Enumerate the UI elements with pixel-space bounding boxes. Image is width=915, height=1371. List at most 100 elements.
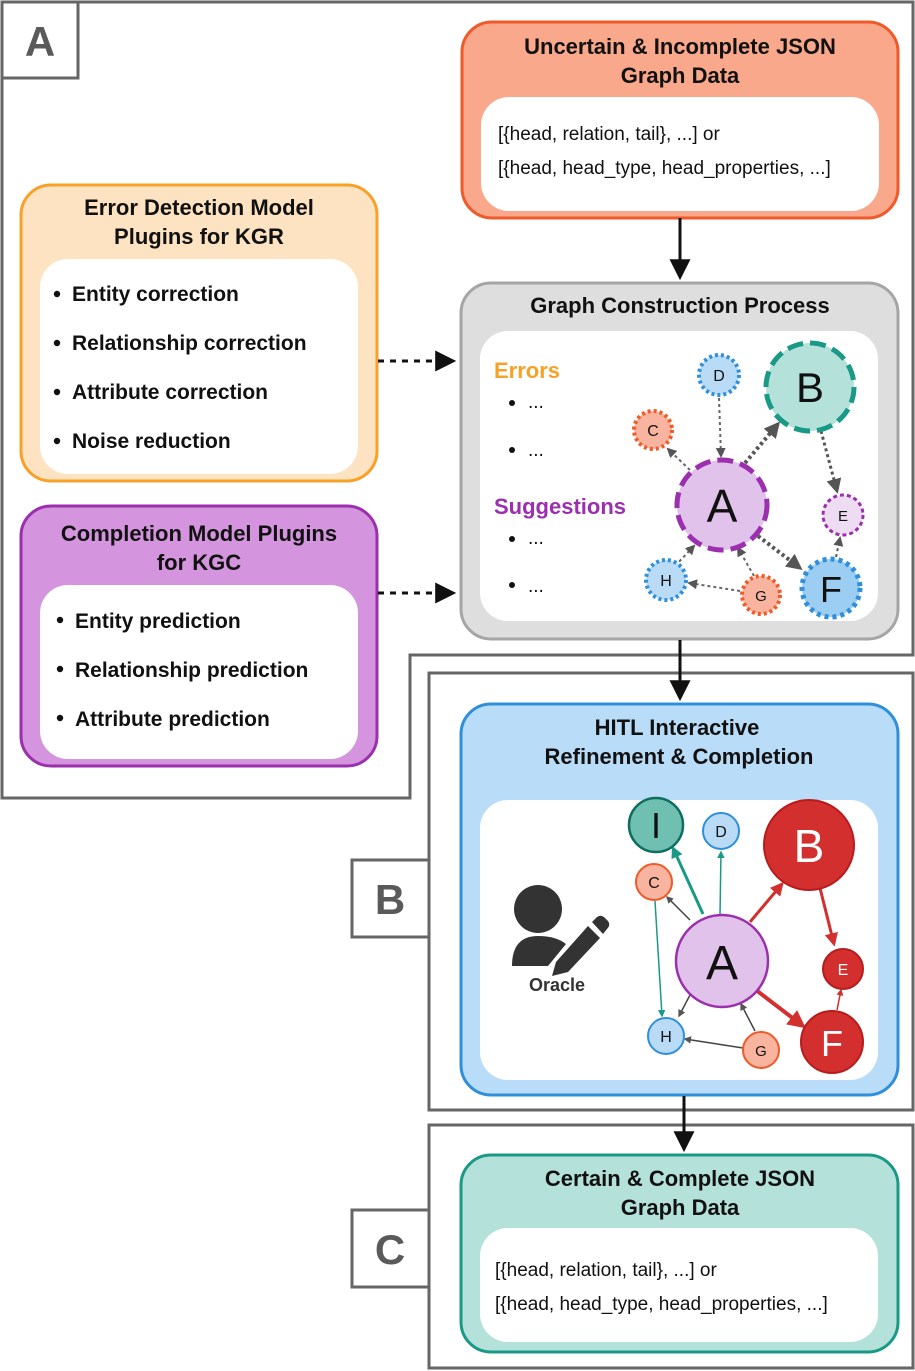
edge-g-a: [740, 1002, 756, 1032]
construction-node-d: D: [697, 353, 741, 397]
svg-text:B: B: [796, 364, 824, 411]
hitl-box: HITL Interactive Refinement & Completion…: [459, 702, 900, 1097]
bullet: [53, 339, 61, 347]
edge-a-f: [754, 988, 806, 1029]
region-c-label: C: [375, 1226, 405, 1273]
region-c-tab: [350, 1208, 431, 1289]
error-title-line1: Error Detection Model: [84, 195, 314, 220]
errors-heading: Errors: [494, 358, 560, 383]
input-title-line1: Uncertain & Incomplete JSON: [524, 34, 836, 59]
input-code-line2: [{head, head_type, head_properties, ...]: [498, 158, 831, 179]
construction-node-f: F: [799, 556, 863, 620]
completion-title-line2: for KGC: [157, 550, 241, 575]
bullet: [509, 536, 515, 542]
bullet: [509, 447, 515, 453]
hitl-node-h: H: [647, 1017, 685, 1055]
completion-item: Attribute prediction: [75, 708, 270, 731]
construction-node-a: A: [674, 457, 770, 553]
error-item: Relationship correction: [72, 332, 307, 355]
bullet: [509, 400, 515, 406]
output-json-box: Certain & Complete JSON Graph Data [{hea…: [459, 1153, 900, 1354]
hitl-node-f: F: [800, 1010, 864, 1074]
region-a-tab: [0, 0, 80, 80]
region-a-frame: [0, 0, 915, 800]
output-title-line2: Graph Data: [621, 1195, 740, 1220]
bullet: [53, 437, 61, 445]
errors-item: ...: [528, 392, 544, 413]
bullet: [56, 665, 64, 673]
hitl-node-c: C: [635, 863, 673, 901]
edge-f-e: [836, 988, 844, 1011]
bullet: [56, 616, 64, 624]
edge-a-b: [743, 421, 781, 465]
svg-text:D: D: [715, 824, 727, 841]
edge-a-f: [756, 534, 803, 570]
construction-node-h: H: [644, 558, 688, 602]
svg-text:C: C: [647, 423, 659, 440]
oracle-user-edit-icon: [512, 885, 610, 976]
edge-a-d: [717, 850, 725, 916]
svg-text:D: D: [713, 368, 725, 385]
edge-b-e: [819, 430, 842, 494]
error-detection-box: Error Detection Model Plugins for KGR En…: [19, 183, 379, 483]
hitl-title-line1: HITL Interactive: [595, 715, 760, 740]
construction-title: Graph Construction Process: [530, 293, 830, 318]
svg-text:H: H: [660, 573, 672, 590]
error-title-line2: Plugins for KGR: [114, 224, 284, 249]
construction-node-b: B: [763, 340, 857, 434]
suggestions-heading: Suggestions: [494, 494, 626, 519]
edge-g-h: [683, 1036, 744, 1049]
svg-text:F: F: [821, 1023, 843, 1064]
output-code-line2: [{head, head_type, head_properties, ...]: [495, 1294, 828, 1315]
hitl-node-i: I: [627, 796, 685, 854]
output-title-line1: Certain & Complete JSON: [545, 1166, 815, 1191]
edge-a-c: [666, 447, 691, 471]
hitl-edges: [654, 845, 844, 1049]
bullet: [53, 290, 61, 298]
region-a-label: A: [25, 18, 55, 65]
hitl-node-b: B: [763, 799, 855, 891]
oracle-label: Oracle: [529, 975, 585, 995]
suggestions-item: ...: [528, 528, 544, 549]
bullet: [56, 714, 64, 722]
svg-text:G: G: [755, 588, 767, 605]
svg-text:I: I: [651, 805, 661, 846]
edge-a-h: [678, 994, 691, 1018]
hitl-node-e: E: [822, 948, 864, 990]
hitl-node-d: D: [702, 812, 740, 850]
region-b-tab: [350, 858, 431, 939]
svg-text:A: A: [706, 937, 738, 990]
graph-construction-box: Graph Construction Process Errors ... ..…: [459, 281, 900, 641]
edge-g-h: [687, 579, 741, 592]
edge-a-b: [748, 881, 784, 923]
edge-g-a: [737, 546, 755, 577]
svg-text:H: H: [660, 1029, 672, 1046]
bullet: [509, 582, 515, 588]
hitl-node-a: A: [674, 913, 770, 1009]
svg-text:E: E: [838, 508, 848, 525]
input-json-box: Uncertain & Incomplete JSON Graph Data […: [460, 20, 900, 220]
error-item: Entity correction: [72, 283, 239, 306]
edge-a-i: [671, 845, 705, 915]
svg-text:F: F: [820, 569, 842, 610]
bullet: [53, 388, 61, 396]
construction-node-e: E: [821, 493, 865, 537]
construction-node-c: C: [632, 409, 674, 451]
output-code-line1: [{head, relation, tail}, ...] or: [495, 1260, 717, 1281]
error-item: Attribute correction: [72, 381, 268, 404]
svg-text:C: C: [648, 875, 660, 892]
region-b-label: B: [375, 876, 405, 923]
hitl-title-line2: Refinement & Completion: [545, 744, 814, 769]
edge-b-e: [816, 879, 838, 947]
completion-title-line1: Completion Model Plugins: [61, 521, 337, 546]
edge-h-a: [674, 544, 696, 567]
input-title-line2: Graph Data: [621, 63, 740, 88]
error-item: Noise reduction: [72, 430, 231, 453]
completion-box: Completion Model Plugins for KGC Entity …: [19, 504, 379, 768]
completion-item: Relationship prediction: [75, 659, 308, 682]
suggestions-item: ...: [528, 576, 544, 597]
completion-item: Entity prediction: [75, 610, 241, 633]
edge-a-c: [665, 895, 691, 921]
input-code-line1: [{head, relation, tail}, ...] or: [498, 124, 720, 145]
svg-text:E: E: [838, 962, 849, 979]
